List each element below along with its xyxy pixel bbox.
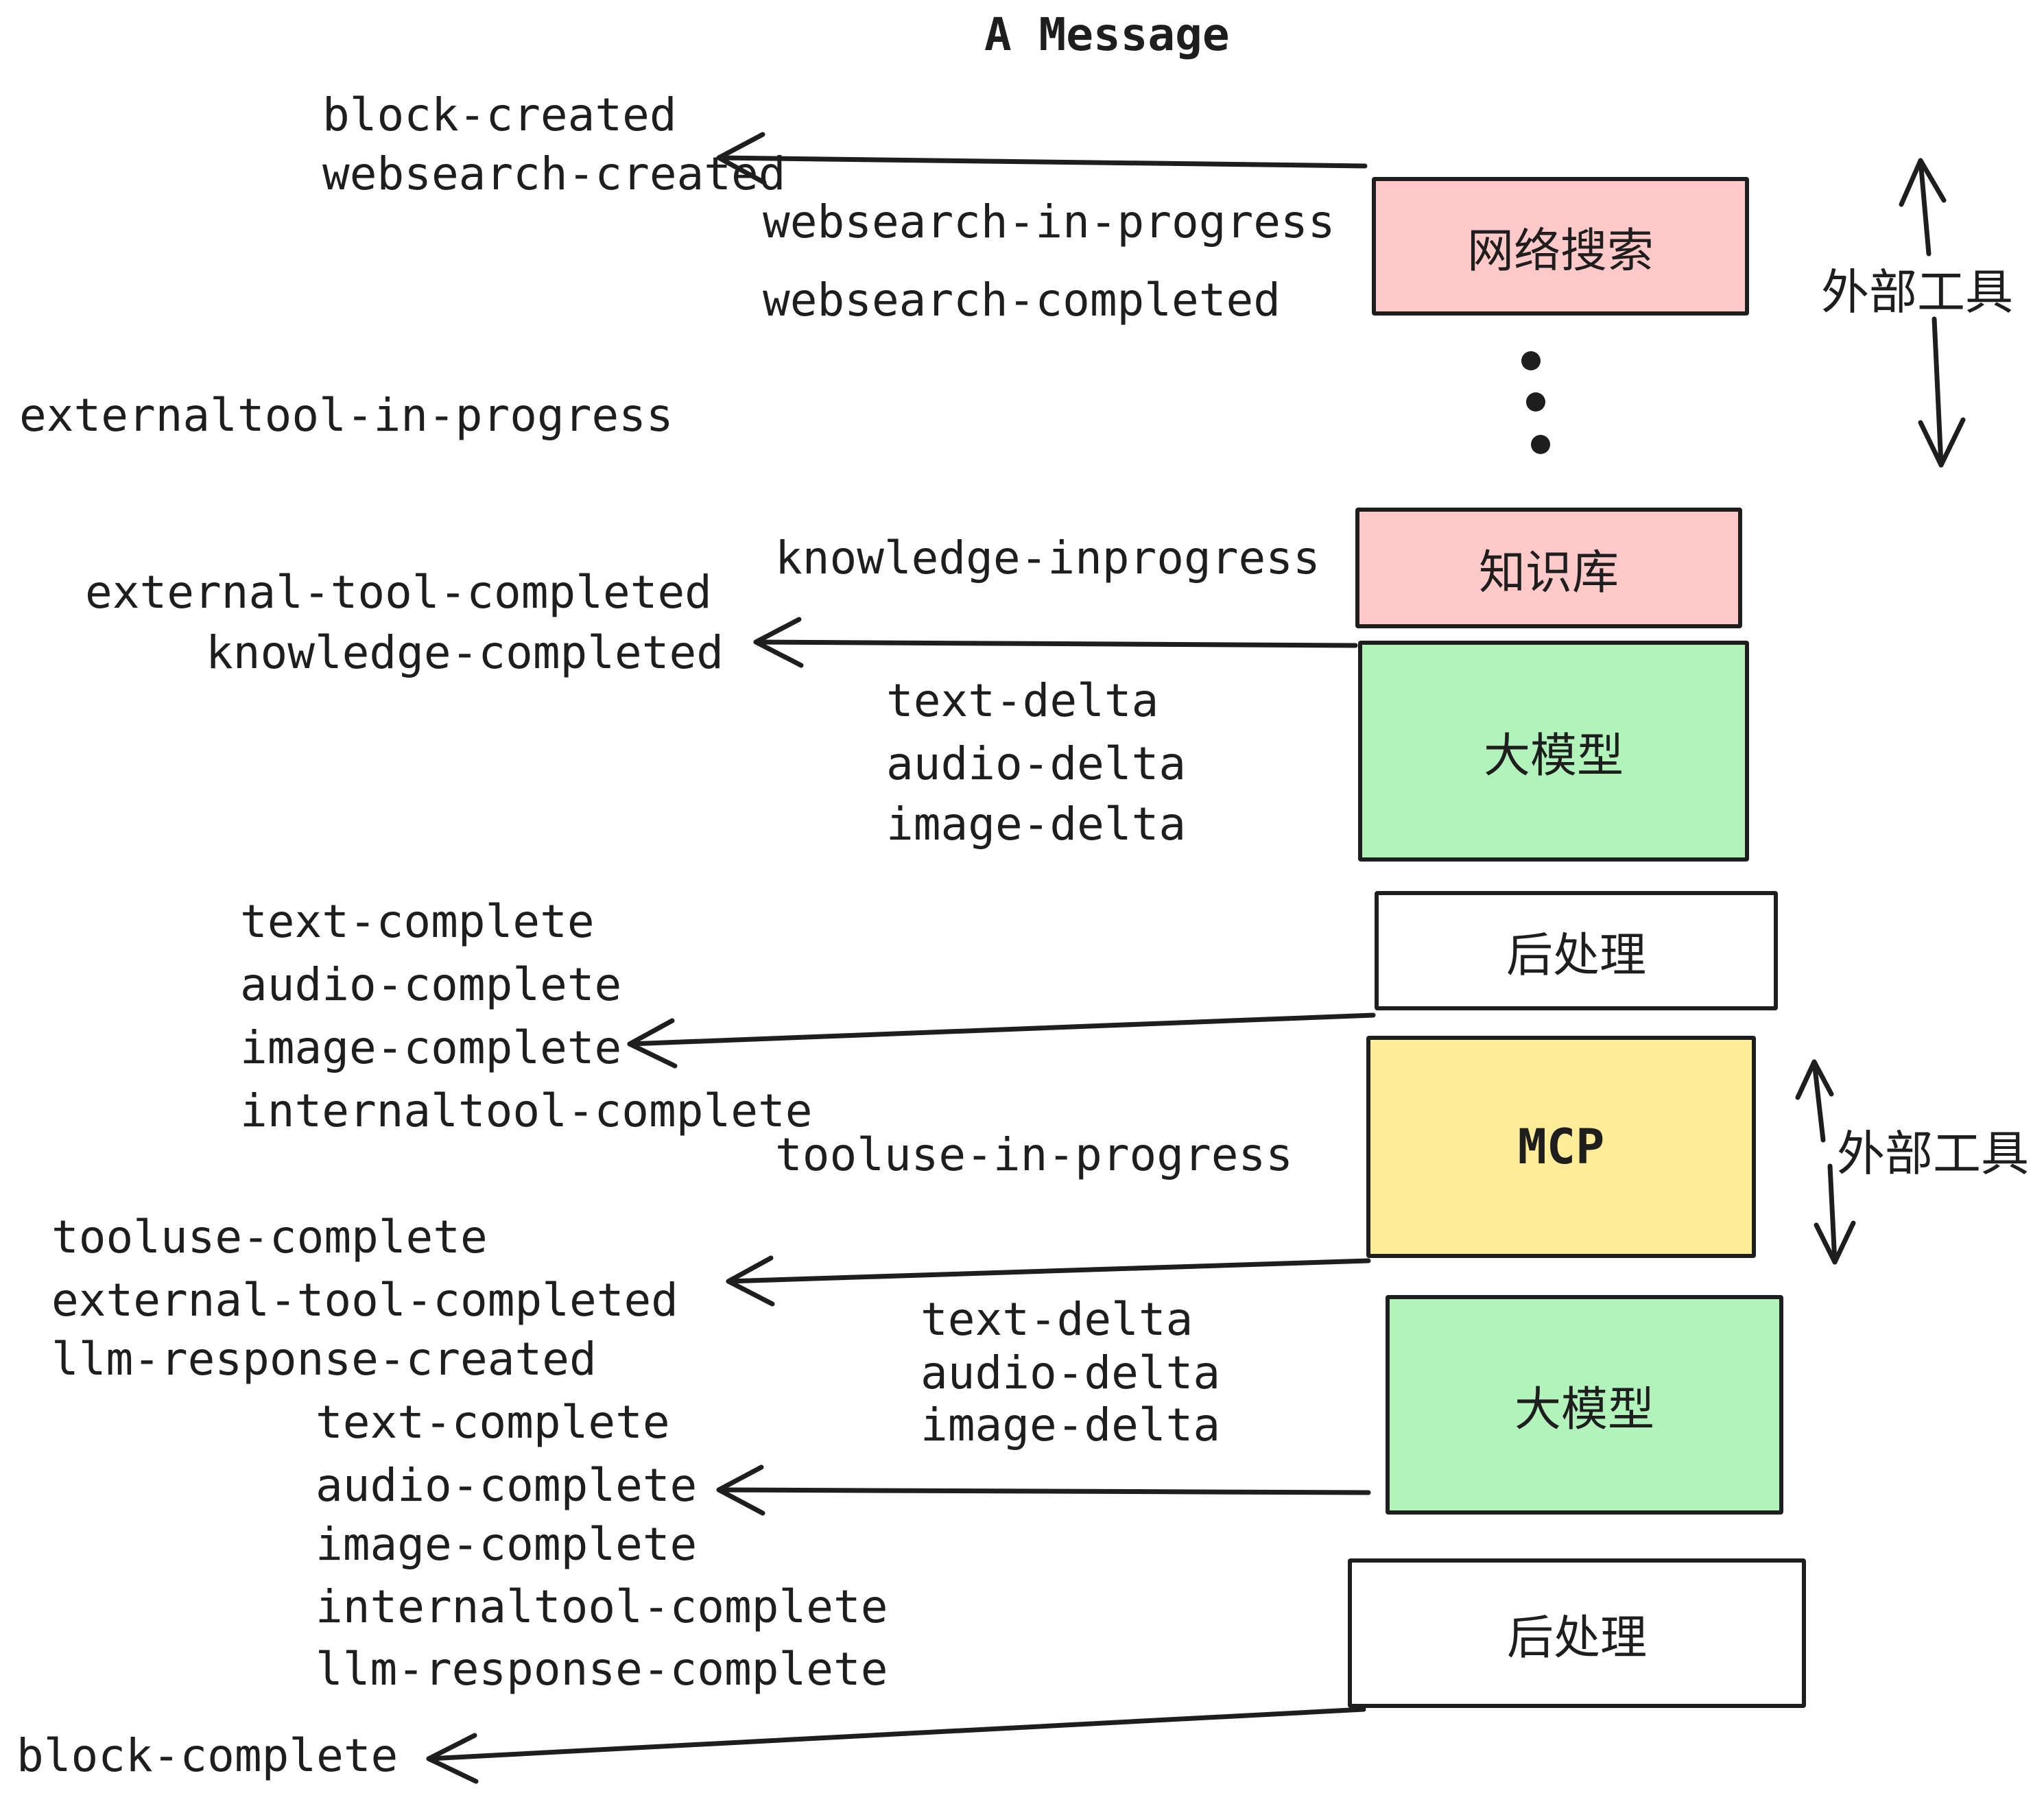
- label-external-tools-top: 外部工具: [1821, 264, 2013, 320]
- box-websearch: 网络搜索: [1372, 177, 1749, 316]
- box-llm-1-label: 大模型: [1483, 728, 1624, 783]
- event-audio-complete: audio-complete: [240, 958, 622, 1011]
- event-block-created: block-created: [322, 88, 677, 141]
- box-llm-2-label: 大模型: [1514, 1382, 1654, 1437]
- arrow-external-tools-top-down: [1918, 316, 1966, 468]
- box-postprocess-1: 后处理: [1375, 891, 1778, 1010]
- arrow-websearch-to-created: [716, 132, 1368, 185]
- event-block-complete: block-complete: [16, 1729, 399, 1782]
- event-text-delta: text-delta: [886, 674, 1159, 727]
- box-knowledge: 知识库: [1355, 508, 1742, 628]
- event-websearch-created: websearch-created: [322, 147, 786, 200]
- event-image-complete: image-complete: [240, 1021, 622, 1074]
- event-internaltool-complete: internaltool-complete: [240, 1084, 813, 1137]
- event-external-tool-completed: external-tool-completed: [85, 566, 712, 619]
- event-tooluse-in-progress: tooluse-in-progress: [775, 1128, 1293, 1181]
- event-llm-response-complete: llm-response-complete: [316, 1643, 888, 1696]
- arrow-post2-to-block-complete: [426, 1707, 1366, 1784]
- event-websearch-completed: websearch-completed: [763, 274, 1281, 327]
- box-knowledge-label: 知识库: [1478, 545, 1619, 600]
- event-llm-response-created: llm-response-created: [51, 1333, 597, 1386]
- box-llm-2: 大模型: [1386, 1295, 1783, 1515]
- event-internaltool-complete-2: internaltool-complete: [316, 1580, 888, 1633]
- event-image-delta-2: image-delta: [920, 1399, 1221, 1451]
- box-postprocess-1-label: 后处理: [1506, 928, 1646, 983]
- label-external-tools-bottom: 外部工具: [1837, 1126, 2029, 1182]
- event-knowledge-inprogress: knowledge-inprogress: [775, 532, 1320, 584]
- box-websearch-label: 网络搜索: [1466, 224, 1654, 278]
- event-audio-delta-2: audio-delta: [920, 1346, 1221, 1399]
- arrow-llm2-to-audio-complete: [716, 1464, 1371, 1516]
- event-websearch-in-progress: websearch-in-progress: [763, 195, 1335, 248]
- event-tooluse-complete: tooluse-complete: [51, 1211, 488, 1263]
- ellipsis-dots: [1521, 351, 1550, 454]
- box-postprocess-2: 后处理: [1348, 1558, 1806, 1708]
- box-mcp-label: MCP: [1517, 1119, 1605, 1175]
- arrow-post1-to-image-complete: [627, 1012, 1376, 1069]
- event-audio-delta: audio-delta: [886, 737, 1187, 790]
- event-external-tool-completed-2: external-tool-completed: [51, 1274, 678, 1327]
- box-llm-1: 大模型: [1358, 641, 1749, 862]
- event-text-complete: text-complete: [240, 895, 595, 948]
- arrow-external-tools-bottom-up: [1795, 1059, 1834, 1143]
- box-postprocess-2-label: 后处理: [1506, 1611, 1647, 1665]
- event-knowledge-completed: knowledge-completed: [206, 626, 724, 679]
- diagram-title: A Message: [984, 8, 1230, 61]
- arrow-llm1-to-knowledge-completed: [753, 617, 1358, 668]
- event-externaltool-in-progress: externaltool-in-progress: [19, 389, 674, 442]
- box-mcp: MCP: [1366, 1036, 1756, 1258]
- arrow-external-tools-top-up: [1899, 158, 1947, 257]
- event-audio-complete-2: audio-complete: [316, 1459, 698, 1512]
- event-text-complete-2: text-complete: [316, 1396, 670, 1449]
- event-text-delta-2: text-delta: [920, 1293, 1193, 1346]
- event-image-delta: image-delta: [886, 798, 1187, 851]
- event-image-complete-2: image-complete: [316, 1518, 698, 1571]
